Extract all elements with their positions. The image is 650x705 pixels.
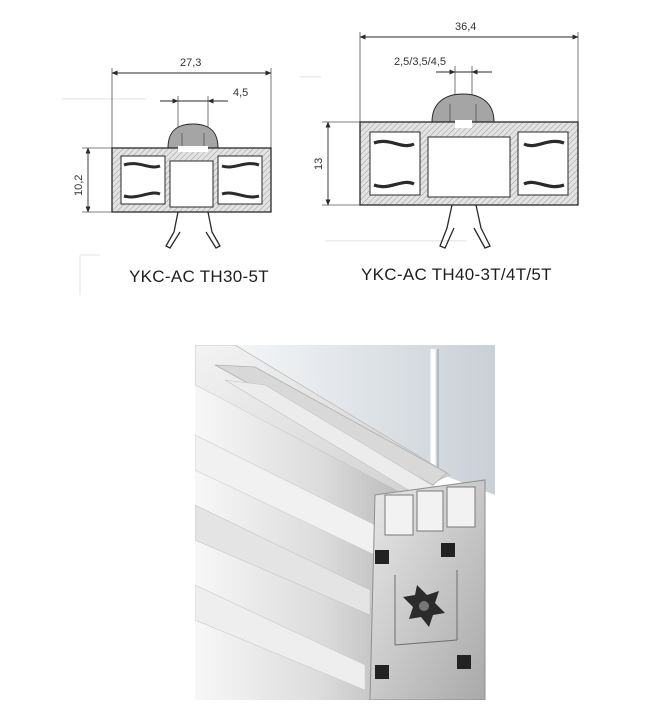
left-profile-caption: YKC-AC TH30-5T	[129, 267, 269, 286]
product-photo	[194, 344, 495, 701]
right-seal-bulb	[431, 93, 495, 123]
left-profile-drawing	[82, 68, 272, 249]
right-width-label: 36,4	[455, 21, 476, 33]
left-height-label: 10,2	[73, 175, 85, 196]
ghost-background-marks: ──────────── ─── ────────────────────	[61, 72, 468, 295]
right-slot-label: 2,5/3,5/4,5	[394, 56, 446, 68]
right-height-label: 13	[313, 158, 325, 170]
svg-text:────────────: ────────────	[61, 94, 148, 105]
aluminium-profile-illustration	[194, 344, 495, 701]
left-seal-bulb	[167, 123, 219, 149]
glass-panel	[235, 345, 495, 495]
right-profile-caption: YKC-AC TH40-3T/4T/5T	[361, 265, 552, 284]
profile-drawings: ──────────── ─── ────────────────────	[61, 21, 579, 295]
svg-text:────────────────────: ────────────────────	[324, 236, 468, 247]
right-profile-drawing	[322, 32, 579, 249]
left-width-label: 27,3	[180, 57, 201, 69]
left-slot-label: 4,5	[233, 87, 248, 99]
svg-text:───: ───	[299, 72, 322, 83]
